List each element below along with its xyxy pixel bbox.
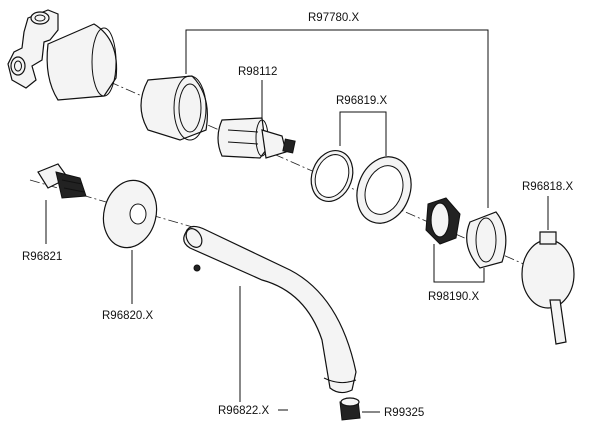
cartridge-part <box>217 117 296 159</box>
label-r96819x: R96819.X <box>336 95 387 107</box>
leader-r97780x <box>185 29 489 208</box>
label-r96818x: R96818.X <box>522 181 573 193</box>
valve-body <box>7 9 118 101</box>
label-r96822x: R96822.X <box>218 405 269 417</box>
aerator-part <box>339 397 361 421</box>
label-r97780x: R97780.X <box>308 12 359 24</box>
label-r98112: R98112 <box>238 66 277 78</box>
leader-r96819x <box>339 111 387 156</box>
label-r96820x: R96820.X <box>102 310 153 322</box>
label-r99325: R99325 <box>384 407 424 419</box>
nut-part <box>425 197 461 245</box>
sleeve-part <box>140 75 208 141</box>
seal-ring-part <box>356 156 412 224</box>
leader-r98190x <box>433 244 485 283</box>
collar-part <box>466 211 507 269</box>
insert-part <box>37 163 87 199</box>
o-ring-part <box>310 150 354 202</box>
label-r98190x: R98190.X <box>428 291 479 303</box>
wall-plate-part <box>102 179 158 249</box>
lever-handle-part <box>521 231 575 345</box>
spout-part <box>183 225 357 394</box>
label-r96821: R96821 <box>22 251 62 263</box>
